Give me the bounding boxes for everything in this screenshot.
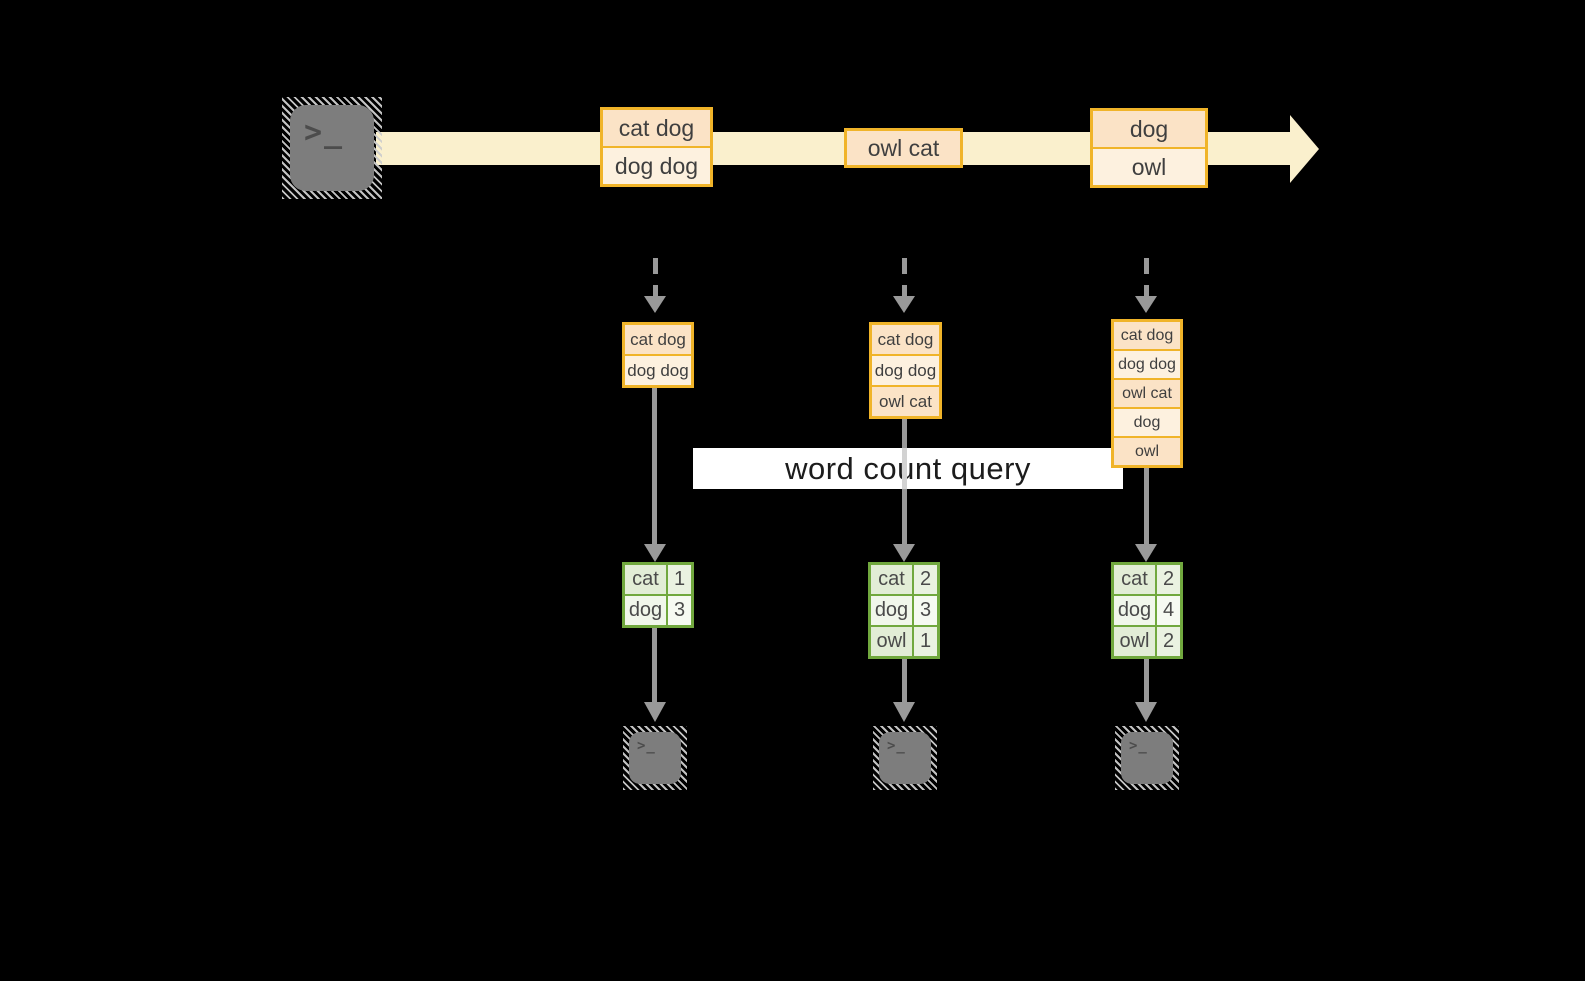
flow-arrowhead-icon — [644, 702, 666, 722]
word-cell: owl — [871, 627, 912, 656]
buffer-row: cat dog — [1114, 322, 1180, 349]
buffer-row: cat dog — [625, 325, 691, 354]
flow-arrow-line — [652, 628, 657, 704]
word-count-table-2: cat 2 dog 3 owl 1 — [868, 562, 940, 659]
event-row: dog dog — [603, 146, 710, 184]
word-count-table-1: cat 1 dog 3 — [622, 562, 694, 628]
event-row: owl cat — [847, 131, 960, 165]
word-cell: cat — [871, 565, 912, 594]
terminal-sink-icon-2: >_ — [873, 726, 937, 790]
terminal-prompt-glyph: >_ — [304, 115, 345, 150]
buffer-stack-1: cat dog dog dog — [622, 322, 694, 388]
word-cell: dog — [1114, 596, 1155, 625]
word-cell: cat — [1114, 565, 1155, 594]
stream-event-box-3: dog owl — [1090, 108, 1208, 188]
dashed-line — [652, 258, 658, 296]
arrowhead-icon — [644, 296, 666, 313]
buffer-row: dog dog — [872, 354, 939, 385]
event-row: owl — [1093, 147, 1205, 185]
count-cell: 1 — [668, 565, 691, 594]
terminal-screen: >_ — [629, 732, 681, 784]
query-banner: word count query — [693, 448, 1123, 489]
buffer-stack-2: cat dog dog dog owl cat — [869, 322, 942, 419]
terminal-sink-icon-1: >_ — [623, 726, 687, 790]
word-count-table-3: cat 2 dog 4 owl 2 — [1111, 562, 1183, 659]
ingest-arrow-icon-3 — [1135, 258, 1157, 313]
ingest-arrow-icon-1 — [644, 258, 666, 313]
count-cell: 1 — [914, 627, 937, 656]
buffer-row: dog dog — [625, 354, 691, 385]
stream-arrowhead-icon — [1290, 115, 1319, 183]
flow-line-over-banner — [902, 448, 907, 489]
terminal-prompt-glyph: >_ — [1129, 738, 1148, 754]
word-cell: cat — [625, 565, 666, 594]
count-cell: 2 — [914, 565, 937, 594]
event-row: cat dog — [603, 110, 710, 146]
terminal-screen: >_ — [290, 105, 374, 191]
count-cell: 2 — [1157, 627, 1180, 656]
flow-arrow-line — [1144, 468, 1149, 546]
buffer-row: owl cat — [1114, 378, 1180, 407]
flow-arrowhead-icon — [893, 544, 915, 562]
terminal-prompt-glyph: >_ — [887, 738, 906, 754]
arrowhead-icon — [893, 296, 915, 313]
count-cell: 2 — [1157, 565, 1180, 594]
flow-arrow-line — [1144, 659, 1149, 704]
terminal-source-icon: >_ — [282, 97, 382, 199]
dashed-line — [901, 258, 907, 296]
word-cell: dog — [625, 596, 666, 625]
stream-event-box-2: owl cat — [844, 128, 963, 168]
count-cell: 4 — [1157, 596, 1180, 625]
terminal-sink-icon-3: >_ — [1115, 726, 1179, 790]
dashed-line — [1143, 258, 1149, 296]
event-row: dog — [1093, 111, 1205, 147]
flow-arrowhead-icon — [1135, 702, 1157, 722]
word-cell: dog — [871, 596, 912, 625]
buffer-row: dog — [1114, 407, 1180, 436]
ingest-arrow-icon-2 — [893, 258, 915, 313]
flow-arrow-line — [652, 388, 657, 546]
buffer-stack-3: cat dog dog dog owl cat dog owl — [1111, 319, 1183, 468]
query-label: word count query — [785, 451, 1031, 486]
buffer-row: owl cat — [872, 385, 939, 416]
word-cell: owl — [1114, 627, 1155, 656]
flow-arrowhead-icon — [644, 544, 666, 562]
buffer-row: cat dog — [872, 325, 939, 354]
count-cell: 3 — [914, 596, 937, 625]
terminal-prompt-glyph: >_ — [637, 738, 656, 754]
arrowhead-icon — [1135, 296, 1157, 313]
count-cell: 3 — [668, 596, 691, 625]
flow-arrowhead-icon — [893, 702, 915, 722]
terminal-screen: >_ — [1121, 732, 1173, 784]
flow-arrow-line — [902, 659, 907, 704]
stream-event-box-1: cat dog dog dog — [600, 107, 713, 187]
buffer-row: dog dog — [1114, 349, 1180, 378]
terminal-screen: >_ — [879, 732, 931, 784]
buffer-row: owl — [1114, 436, 1180, 465]
flow-arrowhead-icon — [1135, 544, 1157, 562]
